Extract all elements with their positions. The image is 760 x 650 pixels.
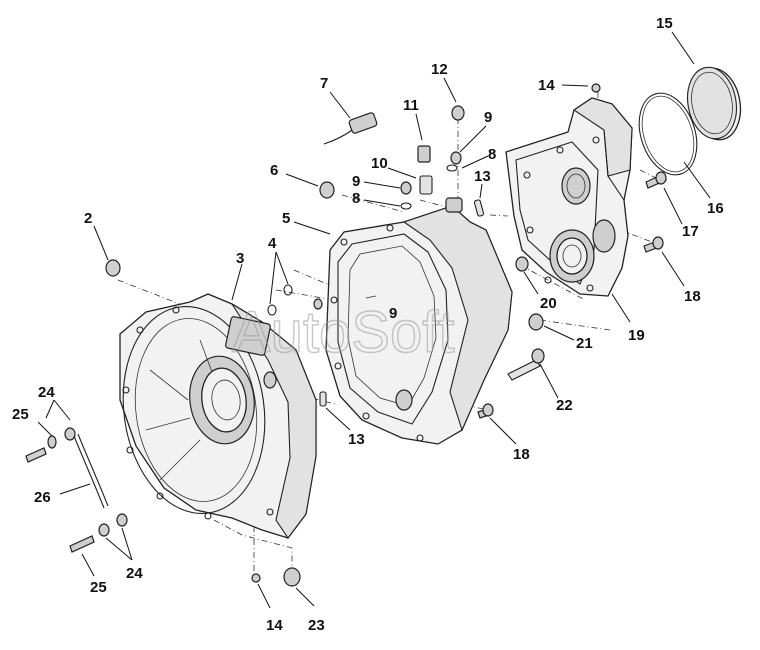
callout-6: 6 [270, 162, 278, 179]
callout-25: 25 [12, 406, 29, 423]
callout-8: 8 [488, 146, 496, 163]
sensor-wire-7 [323, 129, 353, 145]
screw-14b [251, 573, 261, 583]
plug-12 [451, 105, 465, 121]
washer-24a [47, 435, 57, 449]
fitting-11 [417, 145, 431, 163]
callout-11: 11 [403, 97, 419, 114]
ring-4a [283, 284, 293, 296]
bell-housing-3 [119, 293, 317, 539]
callout-9: 9 [389, 305, 397, 322]
bolt-18a-head [652, 236, 664, 250]
callout-23: 23 [308, 617, 325, 634]
o-ring-16 [638, 92, 698, 176]
callout-14: 14 [266, 617, 283, 634]
callout-10: 10 [371, 155, 388, 172]
callout-26: 26 [34, 489, 51, 506]
hose-26 [73, 435, 105, 509]
callout-7: 7 [320, 75, 328, 92]
callout-9: 9 [484, 109, 492, 126]
callout-5: 5 [282, 210, 290, 227]
plug-2 [105, 259, 121, 277]
washer-24d [116, 513, 128, 527]
washer-8b [400, 202, 412, 210]
callout-3: 3 [236, 250, 244, 267]
callout-16: 16 [707, 200, 724, 217]
callout-13: 13 [474, 168, 491, 185]
bolt-18b-head [482, 403, 494, 417]
callout-labels: 15 14 12 7 11 9 8 10 6 9 8 13 16 17 2 5 … [12, 15, 724, 634]
callout-12: 12 [431, 61, 448, 78]
callout-8: 8 [352, 190, 360, 207]
screw-14a [591, 83, 601, 93]
callout-9: 9 [352, 173, 360, 190]
callout-20: 20 [540, 295, 557, 312]
stud-22 [507, 359, 541, 381]
plug-9b [400, 181, 412, 195]
hose-26b [77, 433, 109, 507]
plug-6 [319, 181, 335, 199]
nut-20 [515, 256, 529, 272]
callout-2: 2 [84, 210, 92, 227]
rear-housing-19 [505, 97, 633, 297]
bolt-17-head [655, 171, 667, 185]
callout-22: 22 [556, 397, 573, 414]
callout-15: 15 [656, 15, 673, 32]
intermediate-housing-5 [325, 197, 513, 445]
callout-4: 4 [268, 235, 277, 252]
plug-21 [528, 313, 544, 331]
callout-25: 25 [90, 579, 107, 596]
bolt-25a [25, 447, 47, 463]
callout-13: 13 [348, 431, 365, 448]
washer-24c [98, 523, 110, 537]
callout-14: 14 [538, 77, 555, 94]
callout-19: 19 [628, 327, 645, 344]
callout-21: 21 [576, 335, 593, 352]
ring-4b [267, 304, 277, 316]
cover-plate-15 [687, 66, 742, 141]
fitting-10 [419, 175, 433, 195]
pin-13b [319, 391, 327, 407]
sensor-7 [348, 112, 378, 134]
callout-24: 24 [38, 384, 55, 401]
washer-8a [446, 164, 458, 172]
stud-22-head [531, 348, 545, 364]
small-parts [25, 83, 667, 587]
leader-lines [37, 31, 711, 609]
plug-23 [283, 567, 301, 587]
pin-13a [473, 199, 485, 217]
plug-9a [450, 151, 462, 165]
watermark: AutoSoft [232, 300, 454, 365]
callout-24: 24 [126, 565, 143, 582]
callout-17: 17 [682, 223, 699, 240]
washer-24b [64, 427, 76, 441]
callout-18: 18 [513, 446, 530, 463]
pin-4 [313, 298, 323, 310]
callout-18: 18 [684, 288, 701, 305]
bolt-25b [69, 535, 95, 553]
